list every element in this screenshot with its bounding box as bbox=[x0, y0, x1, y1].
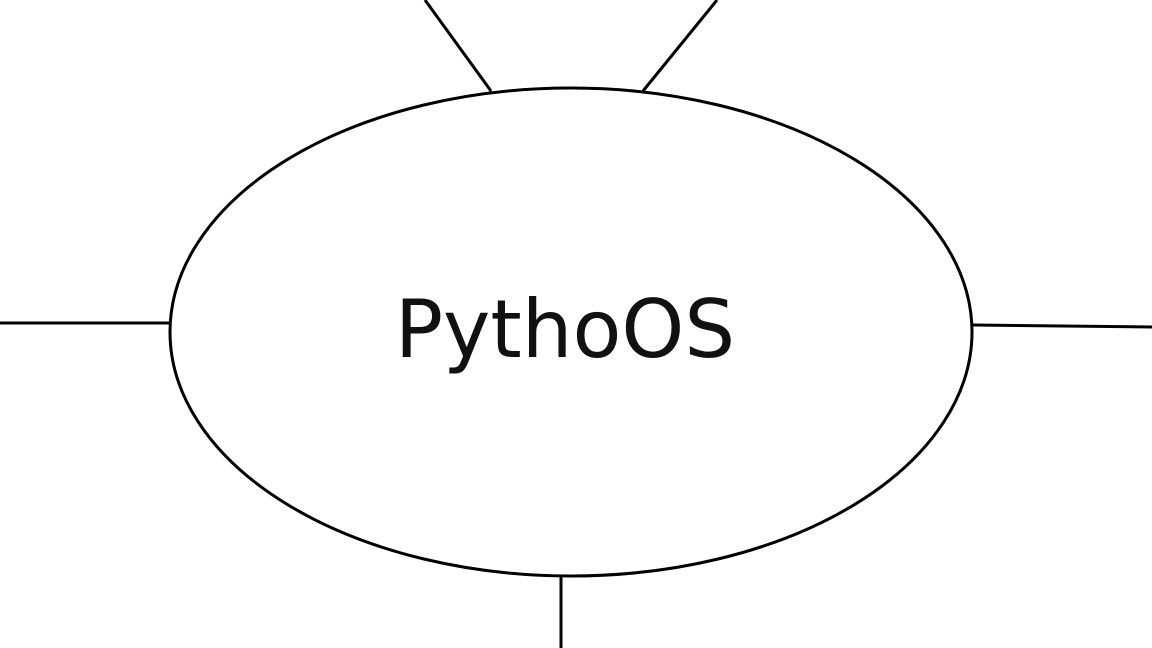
connector-top-left bbox=[423, 0, 493, 92]
connector-top-right bbox=[641, 0, 719, 92]
center-node-label: PythoOS bbox=[395, 283, 735, 376]
connector-right bbox=[972, 323, 1152, 329]
center-node-ellipse[interactable] bbox=[168, 86, 974, 578]
